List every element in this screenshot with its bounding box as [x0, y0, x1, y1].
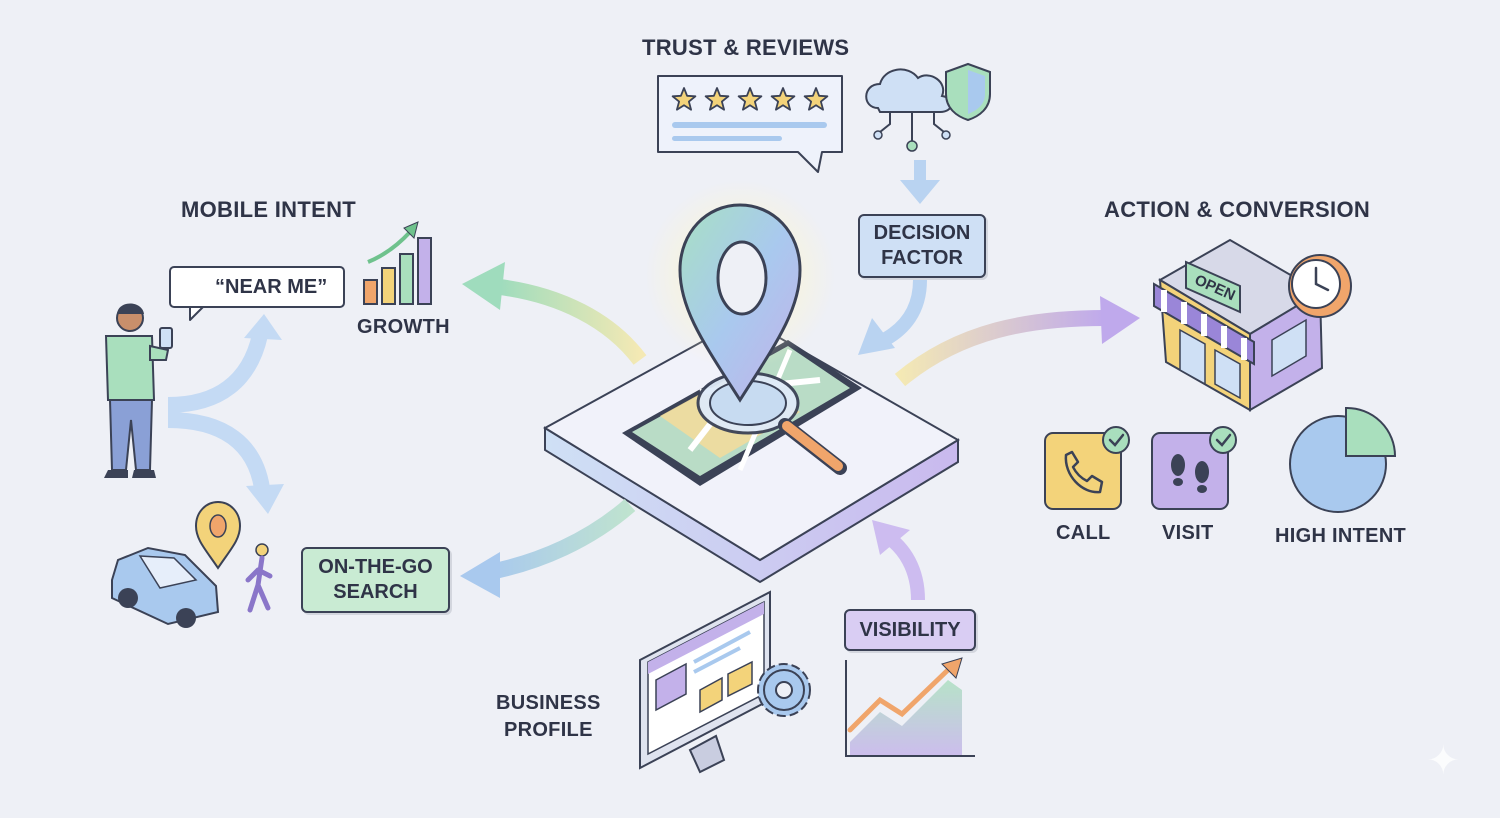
review-star-icon [671, 87, 697, 111]
growth-chart-icon [363, 237, 432, 305]
cloud-shield-icon [865, 62, 991, 152]
arrow-to-mobile-intent [462, 262, 647, 365]
decision-line2: FACTOR [881, 247, 963, 269]
decision-line1: DECISION [873, 222, 971, 244]
business-profile-line2: PROFILE [503, 719, 593, 741]
on-the-go-search-pill: ON-THE-GO SEARCH [301, 547, 450, 613]
visibility-pill: VISIBILITY [844, 609, 976, 651]
walking-person-icon [245, 543, 273, 613]
growth-bar [381, 267, 396, 305]
search-query: “NEAR ME” [215, 275, 328, 298]
storefront-icon [1153, 238, 1324, 412]
arrow-cloud-to-decision [900, 160, 940, 204]
visit-footprints-icon [1151, 426, 1237, 510]
call-label: CALL [1056, 522, 1111, 544]
arrow-from-decision [858, 279, 927, 355]
call-icon [1044, 426, 1130, 510]
growth-bar [417, 237, 432, 305]
gear-icon [757, 663, 811, 717]
review-stars [671, 87, 829, 111]
action-conversion-heading: ACTION & CONVERSION [1104, 197, 1371, 222]
growth-label: GROWTH [357, 316, 450, 338]
near-me-search-box: “NEAR ME” [169, 266, 345, 308]
small-pin-icon [194, 500, 242, 570]
arrow-to-action-conversion [894, 296, 1140, 387]
arrow-to-on-the-go [460, 498, 636, 598]
onthego-line2: SEARCH [333, 581, 418, 603]
review-star-icon [704, 87, 730, 111]
business-profile-line1: BUSINESS [496, 692, 601, 714]
review-star-icon [737, 87, 763, 111]
business-profile-label: BUSINESS PROFILE [496, 690, 601, 744]
branch-arrows [167, 314, 284, 514]
visit-label: VISIT [1162, 522, 1214, 544]
location-pin-icon [645, 180, 835, 403]
monitor-icon [639, 590, 771, 774]
growth-bar [363, 279, 378, 305]
review-bubble [657, 75, 843, 173]
growth-arrow-icon [367, 221, 419, 264]
person-with-phone-icon [104, 303, 173, 478]
high-intent-pie-icon [1289, 406, 1397, 513]
high-intent-label: HIGH INTENT [1275, 525, 1407, 547]
magnifier-icon [696, 371, 847, 475]
review-star-icon [803, 87, 829, 111]
arrow-from-visibility [872, 520, 925, 601]
car-icon [111, 546, 220, 628]
decision-factor-pill: DECISION FACTOR [858, 214, 986, 278]
trust-reviews-heading: TRUST & REVIEWS [642, 35, 850, 60]
review-star-icon [770, 87, 796, 111]
sparkle-icon: ✦ [1426, 739, 1460, 783]
clock-icon [1288, 254, 1352, 318]
onthego-line1: ON-THE-GO [318, 556, 433, 578]
growth-bar [399, 253, 414, 305]
visibility-growth-chart-icon [845, 657, 975, 757]
mobile-intent-heading: MOBILE INTENT [181, 197, 357, 222]
